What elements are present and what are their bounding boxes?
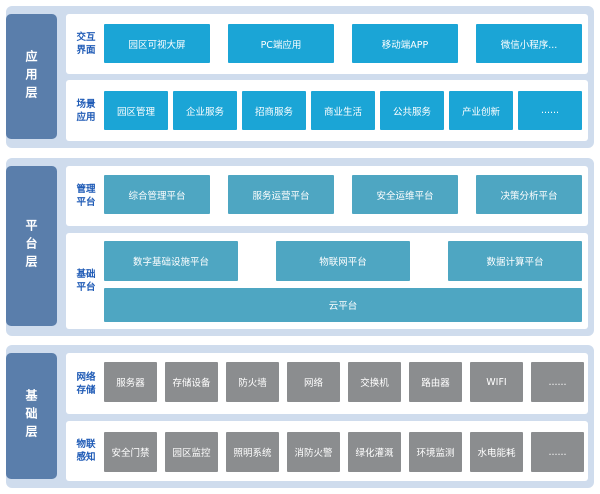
management-item: 安全运维平台 [352, 175, 458, 214]
iot-sensing-item: 环境监测 [409, 432, 462, 472]
network-storage-item: 服务器 [104, 362, 157, 402]
application-layer-title-text: 应用层 [24, 49, 38, 104]
scenario-item: ...... [518, 91, 582, 130]
network-storage-item: 交换机 [348, 362, 401, 402]
iot-sensing-item: 园区监控 [165, 432, 218, 472]
iot-sensing-item: 安全门禁 [104, 432, 157, 472]
interaction-item: 园区可视大屏 [104, 24, 210, 63]
iot-sensing-item: 绿化灌溉 [348, 432, 401, 472]
network-storage-row-label: 网络存储 [76, 372, 96, 396]
basic-platform-item: 物联网平台 [276, 241, 410, 281]
network-storage-item: 网络 [287, 362, 340, 402]
platform-layer-title: 平台层 [6, 166, 57, 326]
interaction-row-label: 交互界面 [76, 32, 96, 56]
interaction-row: 交互界面 园区可视大屏 PC端应用 移动端APP 微信小程序... [66, 14, 588, 74]
basic-platform-item: 数字基础设施平台 [104, 241, 238, 281]
network-storage-item: 存储设备 [165, 362, 218, 402]
iot-sensing-row-label: 物联感知 [76, 439, 96, 463]
scenario-item: 商业生活 [311, 91, 375, 130]
iot-sensing-item: 照明系统 [226, 432, 279, 472]
application-layer-title: 应用层 [6, 14, 57, 139]
scenario-item: 企业服务 [173, 91, 237, 130]
management-row: 管理平台 综合管理平台 服务运营平台 安全运维平台 决策分析平台 [66, 166, 588, 226]
iot-sensing-row: 物联感知 安全门禁 园区监控 照明系统 消防火警 绿化灌溉 环境监测 水电能耗 … [66, 421, 588, 481]
network-storage-item: 防火墙 [226, 362, 279, 402]
infrastructure-layer-title-text: 基础层 [24, 389, 38, 443]
network-storage-row: 网络存储 服务器 存储设备 防火墙 网络 交换机 路由器 WIFI ...... [66, 353, 588, 414]
management-item: 服务运营平台 [228, 175, 334, 214]
interaction-item: 移动端APP [352, 24, 458, 63]
basic-platform-row: 基础平台 数字基础设施平台 物联网平台 数据计算平台 云平台 [66, 233, 588, 329]
management-item: 综合管理平台 [104, 175, 210, 214]
infrastructure-layer-title: 基础层 [6, 353, 57, 479]
network-storage-item: WIFI [470, 362, 523, 402]
network-storage-item: 路由器 [409, 362, 462, 402]
cloud-platform: 云平台 [104, 288, 582, 322]
management-row-label: 管理平台 [76, 184, 96, 208]
interaction-item: 微信小程序... [476, 24, 582, 63]
management-item: 决策分析平台 [476, 175, 582, 214]
iot-sensing-item: ...... [531, 432, 584, 472]
scenario-row: 场景应用 园区管理 企业服务 招商服务 商业生活 公共服务 产业创新 .....… [66, 80, 588, 141]
platform-layer-title-text: 平台层 [24, 219, 38, 273]
network-storage-item: ...... [531, 362, 584, 402]
basic-platform-item: 数据计算平台 [448, 241, 582, 281]
scenario-row-label: 场景应用 [76, 99, 96, 123]
scenario-item: 招商服务 [242, 91, 306, 130]
scenario-item: 产业创新 [449, 91, 513, 130]
interaction-item: PC端应用 [228, 24, 334, 63]
basic-platform-row-label: 基础平台 [76, 269, 96, 293]
iot-sensing-item: 水电能耗 [470, 432, 523, 472]
scenario-item: 公共服务 [380, 91, 444, 130]
iot-sensing-item: 消防火警 [287, 432, 340, 472]
scenario-item: 园区管理 [104, 91, 168, 130]
